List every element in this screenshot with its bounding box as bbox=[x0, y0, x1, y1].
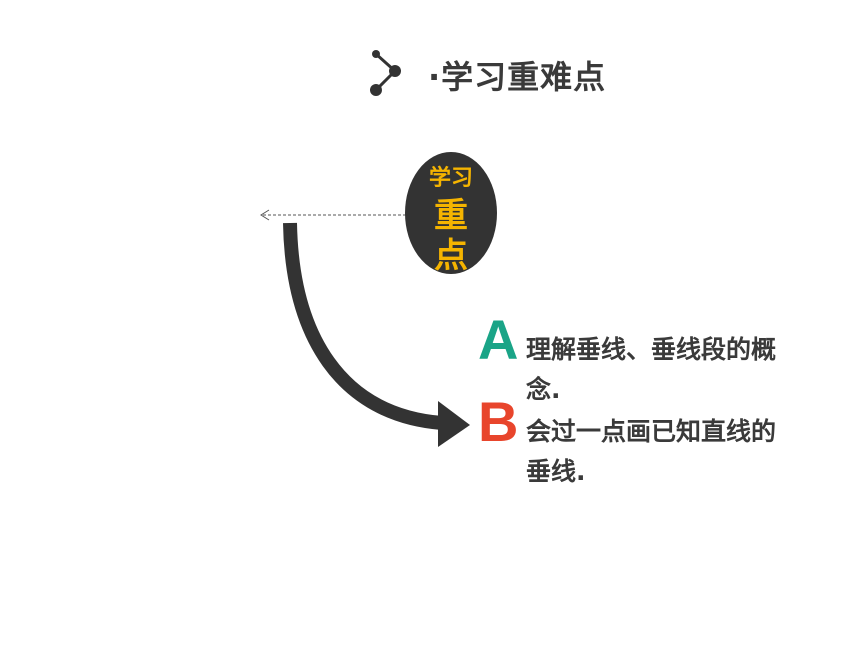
point-a-letter: A bbox=[478, 308, 519, 371]
point-a-text: 理解垂线、垂线段的概念. bbox=[526, 335, 777, 404]
badge-label-key: 重 bbox=[434, 196, 468, 236]
dashed-pointer-arrow bbox=[260, 209, 411, 221]
point-b-text: 会过一点画已知直线的垂线. bbox=[526, 417, 777, 486]
badge-label-point: 点 bbox=[434, 236, 468, 276]
badge-label-study: 学习 bbox=[428, 166, 473, 191]
key-point-badge: 学习 重 点 bbox=[405, 152, 497, 276]
point-b-letter: B bbox=[478, 390, 519, 453]
branch-node-icon bbox=[370, 50, 401, 96]
page-title: ·学习重难点 bbox=[428, 58, 607, 96]
curved-arrow-icon bbox=[283, 222, 470, 447]
